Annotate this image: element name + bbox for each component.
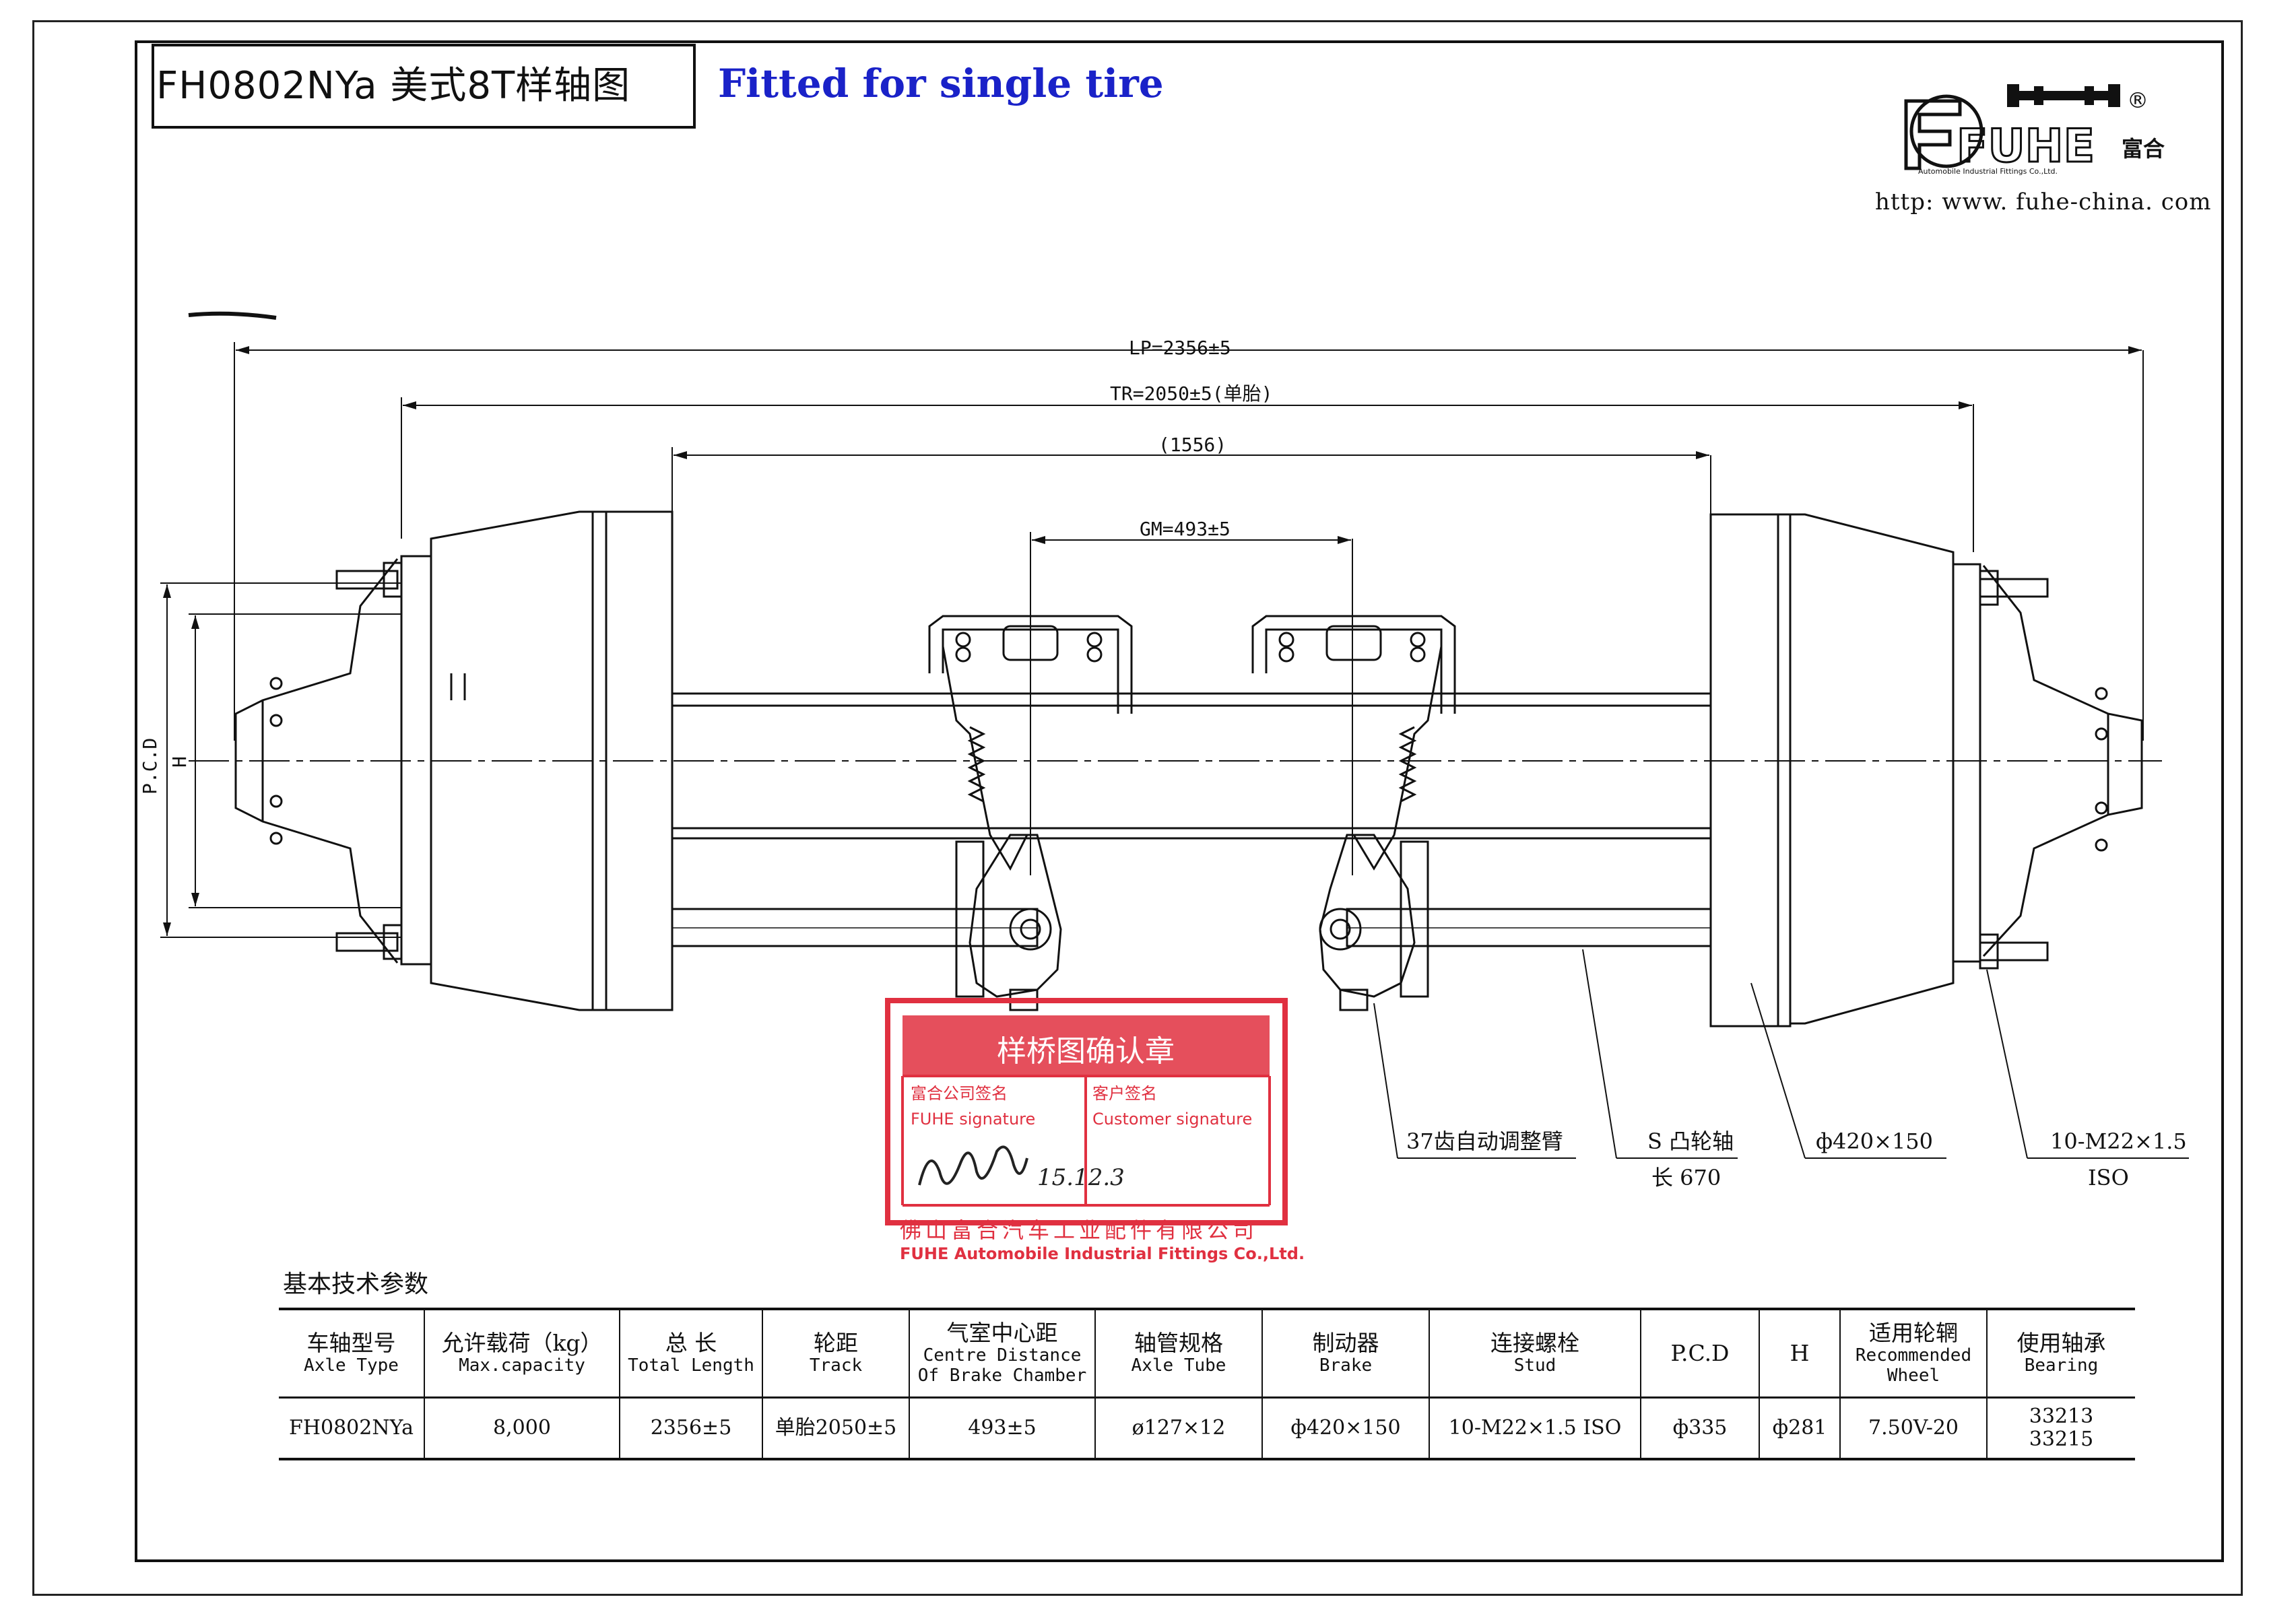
dimension-lines <box>160 342 2144 938</box>
logo-cn: 富合 <box>2122 136 2165 162</box>
drawing-subtitle: Fitted for single tire <box>718 61 1164 106</box>
value-capacity: 8,000 <box>424 1397 620 1460</box>
stamp-fuhe-cn: 富合公司签名 <box>911 1084 1008 1103</box>
stamp-customer-cn: 客户签名 <box>1092 1084 1157 1103</box>
header-h: H <box>1759 1308 1840 1399</box>
header-pcd: P.C.D <box>1640 1308 1759 1399</box>
logo-wordmark: FUHE <box>1957 120 2095 173</box>
callout-camshaft-line2: 长 670 <box>1651 1165 1721 1190</box>
callout-adjuster: 37齿自动调整臂 <box>1406 1129 1563 1154</box>
stamp-header: 样桥图确认章 <box>997 1034 1175 1069</box>
value-track: 单胎2050±5 <box>762 1397 909 1460</box>
value-bearing-1: 33213 <box>2029 1404 2094 1428</box>
handwritten-signature <box>918 1145 1028 1186</box>
dim-h-label: H <box>168 756 191 768</box>
stamp-date: 15.12.3 <box>1037 1164 1125 1191</box>
value-stud: 10-M22×1.5 ISO <box>1429 1397 1641 1460</box>
value-total-length: 2356±5 <box>619 1397 762 1460</box>
axle-beam <box>671 692 1712 947</box>
dim-pcd-label: P.C.D <box>139 738 161 795</box>
callout-leaders <box>1373 949 2189 1159</box>
value-wheel: 7.50V-20 <box>1839 1397 1987 1460</box>
drawing-title: FH0802NYa 美式8T样轴图 <box>156 64 631 108</box>
confirmation-stamp: 样桥图确认章 富合公司签名 FUHE signature 客户签名 Custom… <box>885 998 1305 1263</box>
spec-value-row: FH0802NYa 8,000 2356±5 单胎2050±5 493±5 ø1… <box>279 1397 2135 1460</box>
value-centre-distance: 493±5 <box>909 1397 1095 1460</box>
left-wheel-end <box>234 510 674 1011</box>
stamp-fuhe-en: FUHE signature <box>911 1110 1035 1129</box>
fuhe-logo: FUHE 富合 ® <box>1904 84 2165 174</box>
dim-lp-label: LP=2356±5 <box>1129 337 1231 359</box>
value-axle-type: FH0802NYa <box>279 1397 424 1460</box>
dim-inner-label: (1556) <box>1158 434 1226 456</box>
dim-tr-label: TR=2050±5(单胎) <box>1110 382 1272 405</box>
pen-mark <box>188 311 277 320</box>
drawing-frame <box>135 40 2224 1562</box>
dim-gm-label: GM=493±5 <box>1140 518 1231 540</box>
company-url: http: www. fuhe-china. com <box>1875 189 2212 215</box>
callout-camshaft-line1: S 凸轮轴 <box>1647 1129 1734 1154</box>
stamp-company-en: FUHE Automobile Industrial Fittings Co.,… <box>900 1244 1305 1263</box>
logo-subtitle: Automobile Industrial Fittings Co.,Ltd. <box>1918 167 2058 176</box>
right-chamber-bracket <box>1251 615 1456 1011</box>
callout-brake: ф420×150 <box>1816 1129 1933 1154</box>
value-brake: ф420×150 <box>1261 1397 1429 1460</box>
header-capacity: 允许载荷（kg）Max.capacity <box>424 1308 620 1399</box>
stamp-customer-en: Customer signature <box>1092 1110 1252 1129</box>
right-wheel-end <box>1709 513 2143 1028</box>
left-chamber-bracket <box>928 615 1133 1011</box>
callout-stud-line2: ISO <box>2088 1165 2129 1190</box>
sheet-border <box>32 20 2243 1596</box>
stamp-company-cn: 佛山富合汽车工业配件有限公司 <box>900 1217 1258 1243</box>
callout-stud-line1: 10-M22×1.5 <box>2050 1129 2187 1154</box>
value-axle-tube: ø127×12 <box>1094 1397 1262 1460</box>
registered-icon: ® <box>2127 88 2149 113</box>
title-box <box>152 44 696 129</box>
value-bearing-2: 33215 <box>2029 1427 2094 1451</box>
spec-section-title: 基本技术参数 <box>283 1271 429 1298</box>
value-h: ф281 <box>1759 1397 1840 1460</box>
value-pcd: ф335 <box>1640 1397 1759 1460</box>
